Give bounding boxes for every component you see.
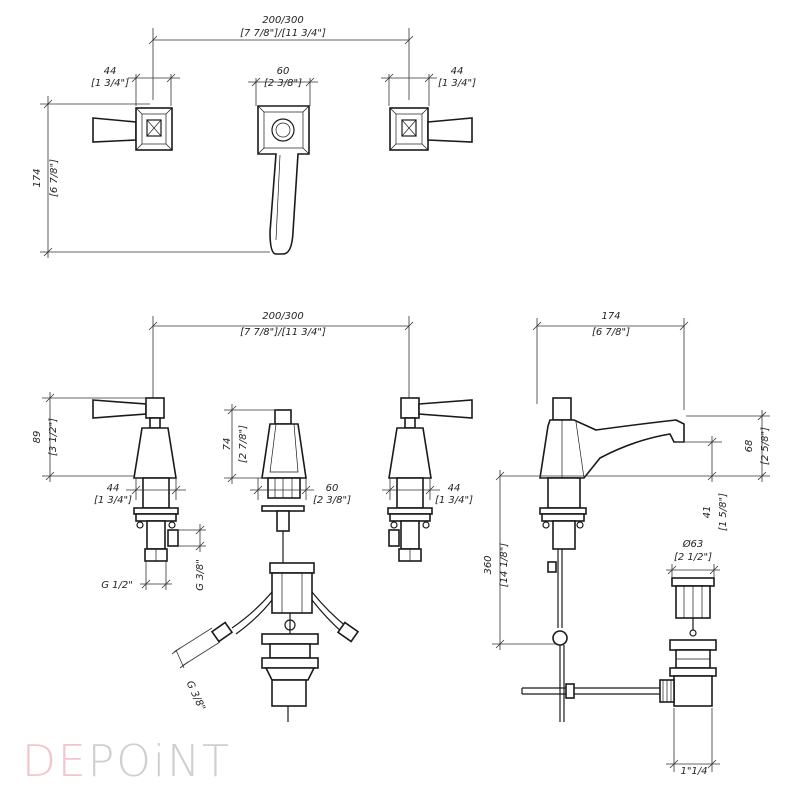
logo-part-1: DE [22, 736, 88, 787]
front-spacing-label: 200/300 [262, 311, 304, 322]
brand-logo: DEPOiNT [22, 736, 231, 787]
side-faucet-body [521, 397, 685, 722]
front-spout-height-imperial-label: [2 7/8"] [238, 425, 249, 463]
top-depth-label: 174 [32, 168, 43, 187]
side-total-height-imperial-label: [14 1/8"] [499, 543, 510, 587]
front-center-base-dimension: 60 [2 3/8"] [250, 478, 351, 506]
front-center-base-label: 60 [326, 483, 339, 494]
front-center-base-imperial-label: [2 3/8"] [313, 495, 351, 506]
top-spout-width-label: 60 [277, 66, 290, 77]
side-reach-imperial-label: [6 7/8"] [592, 327, 630, 338]
top-left-width-label: 44 [104, 66, 117, 77]
front-left-base-imperial-label: [1 3/4"] [94, 495, 132, 506]
front-inlet-thread-label: G 1/2" [101, 580, 133, 591]
front-spacing-dimension: 200/300 [7 7/8"]/[11 3/4"] [148, 311, 414, 398]
logo-text: DEPOiNT [22, 736, 231, 787]
front-inlet-thread-dimension: G 1/2" [101, 561, 172, 591]
front-spout [210, 409, 360, 722]
top-spout [257, 105, 310, 255]
top-spacing-label: 200/300 [262, 15, 304, 26]
front-handle-height-imperial-label: [3 1/2"] [48, 418, 59, 456]
front-side-thread-dimension: G 3/8" [178, 524, 206, 591]
front-view: 200/300 [7 7/8"]/[11 3/4"] 89 [3 1/2"] [32, 311, 473, 722]
front-handle-height-label: 89 [32, 431, 43, 444]
front-hose-thread-dimension: G 3/8" [171, 627, 221, 713]
top-depth-imperial-label: [6 7/8"] [49, 159, 60, 197]
side-drain-diameter-imperial-label: [2 1/2"] [674, 552, 712, 563]
side-drain-thread-dimension: 1"1/4 [666, 708, 720, 777]
front-side-thread-label: G 3/8" [195, 559, 206, 591]
side-deck-spout-dimension: 41 [1 5/8"] [676, 436, 729, 531]
side-view: 174 [6 7/8"] [483, 311, 771, 777]
side-reach-dimension: 174 [6 7/8"] [532, 311, 689, 410]
side-drain-thread-label: 1"1/4 [680, 766, 707, 777]
front-right-base-label: 44 [448, 483, 461, 494]
front-left-base-label: 44 [107, 483, 120, 494]
side-spout-height-dimension: 68 [2 5/8"] [500, 410, 771, 482]
side-drain-diameter-label: Ø63 [682, 538, 704, 550]
top-left-valve [92, 107, 173, 151]
front-spout-height-label: 74 [222, 438, 233, 451]
side-total-height-label: 360 [483, 555, 494, 574]
top-spout-width-dimension: 60 [2 3/8"] [248, 66, 318, 106]
side-spout-height-label: 68 [744, 440, 755, 453]
front-right-base-dimension: 44 [1 3/4"] [382, 478, 473, 506]
top-right-width-label: 44 [451, 66, 464, 77]
side-drain-diameter-dimension: Ø63 [2 1/2"] [666, 538, 720, 578]
front-spacing-imperial-label: [7 7/8"]/[11 3/4"] [240, 327, 326, 338]
front-spout-height-dimension: 74 [2 7/8"] [222, 404, 276, 484]
logo-part-2: POiNT [88, 736, 231, 787]
front-left-base-dimension: 44 [1 3/4"] [94, 478, 186, 506]
front-left-valve [92, 397, 179, 562]
top-left-width-dimension: 44 [1 3/4"] [91, 66, 180, 106]
top-depth-dimension: 174 [6 7/8"] [32, 96, 270, 258]
front-handle-height-dimension: 89 [3 1/2"] [32, 392, 150, 482]
top-right-width-dimension: 44 [1 3/4"] [381, 66, 476, 106]
top-spout-width-imperial-label: [2 3/8"] [264, 78, 302, 89]
side-popup-drain [659, 577, 717, 707]
side-deck-spout-label: 41 [702, 506, 713, 519]
top-spacing-imperial-label: [7 7/8"]/[11 3/4"] [240, 28, 326, 39]
top-spacing-dimension: 200/300 [7 7/8"]/[11 3/4"] [148, 15, 414, 100]
top-left-width-imperial-label: [1 3/4"] [91, 78, 129, 89]
top-right-width-imperial-label: [1 3/4"] [438, 78, 476, 89]
side-reach-label: 174 [601, 311, 620, 322]
side-deck-spout-imperial-label: [1 5/8"] [718, 493, 729, 531]
front-hose-thread-label: G 3/8" [184, 679, 207, 712]
top-right-valve [389, 107, 473, 151]
front-right-valve [387, 397, 473, 562]
side-spout-height-imperial-label: [2 5/8"] [760, 427, 771, 465]
front-right-base-imperial-label: [1 3/4"] [435, 495, 473, 506]
top-view: 200/300 [7 7/8"]/[11 3/4"] 44 [1 3/4"] 6… [32, 15, 476, 258]
side-total-height-dimension: 360 [14 1/8"] [483, 470, 556, 650]
